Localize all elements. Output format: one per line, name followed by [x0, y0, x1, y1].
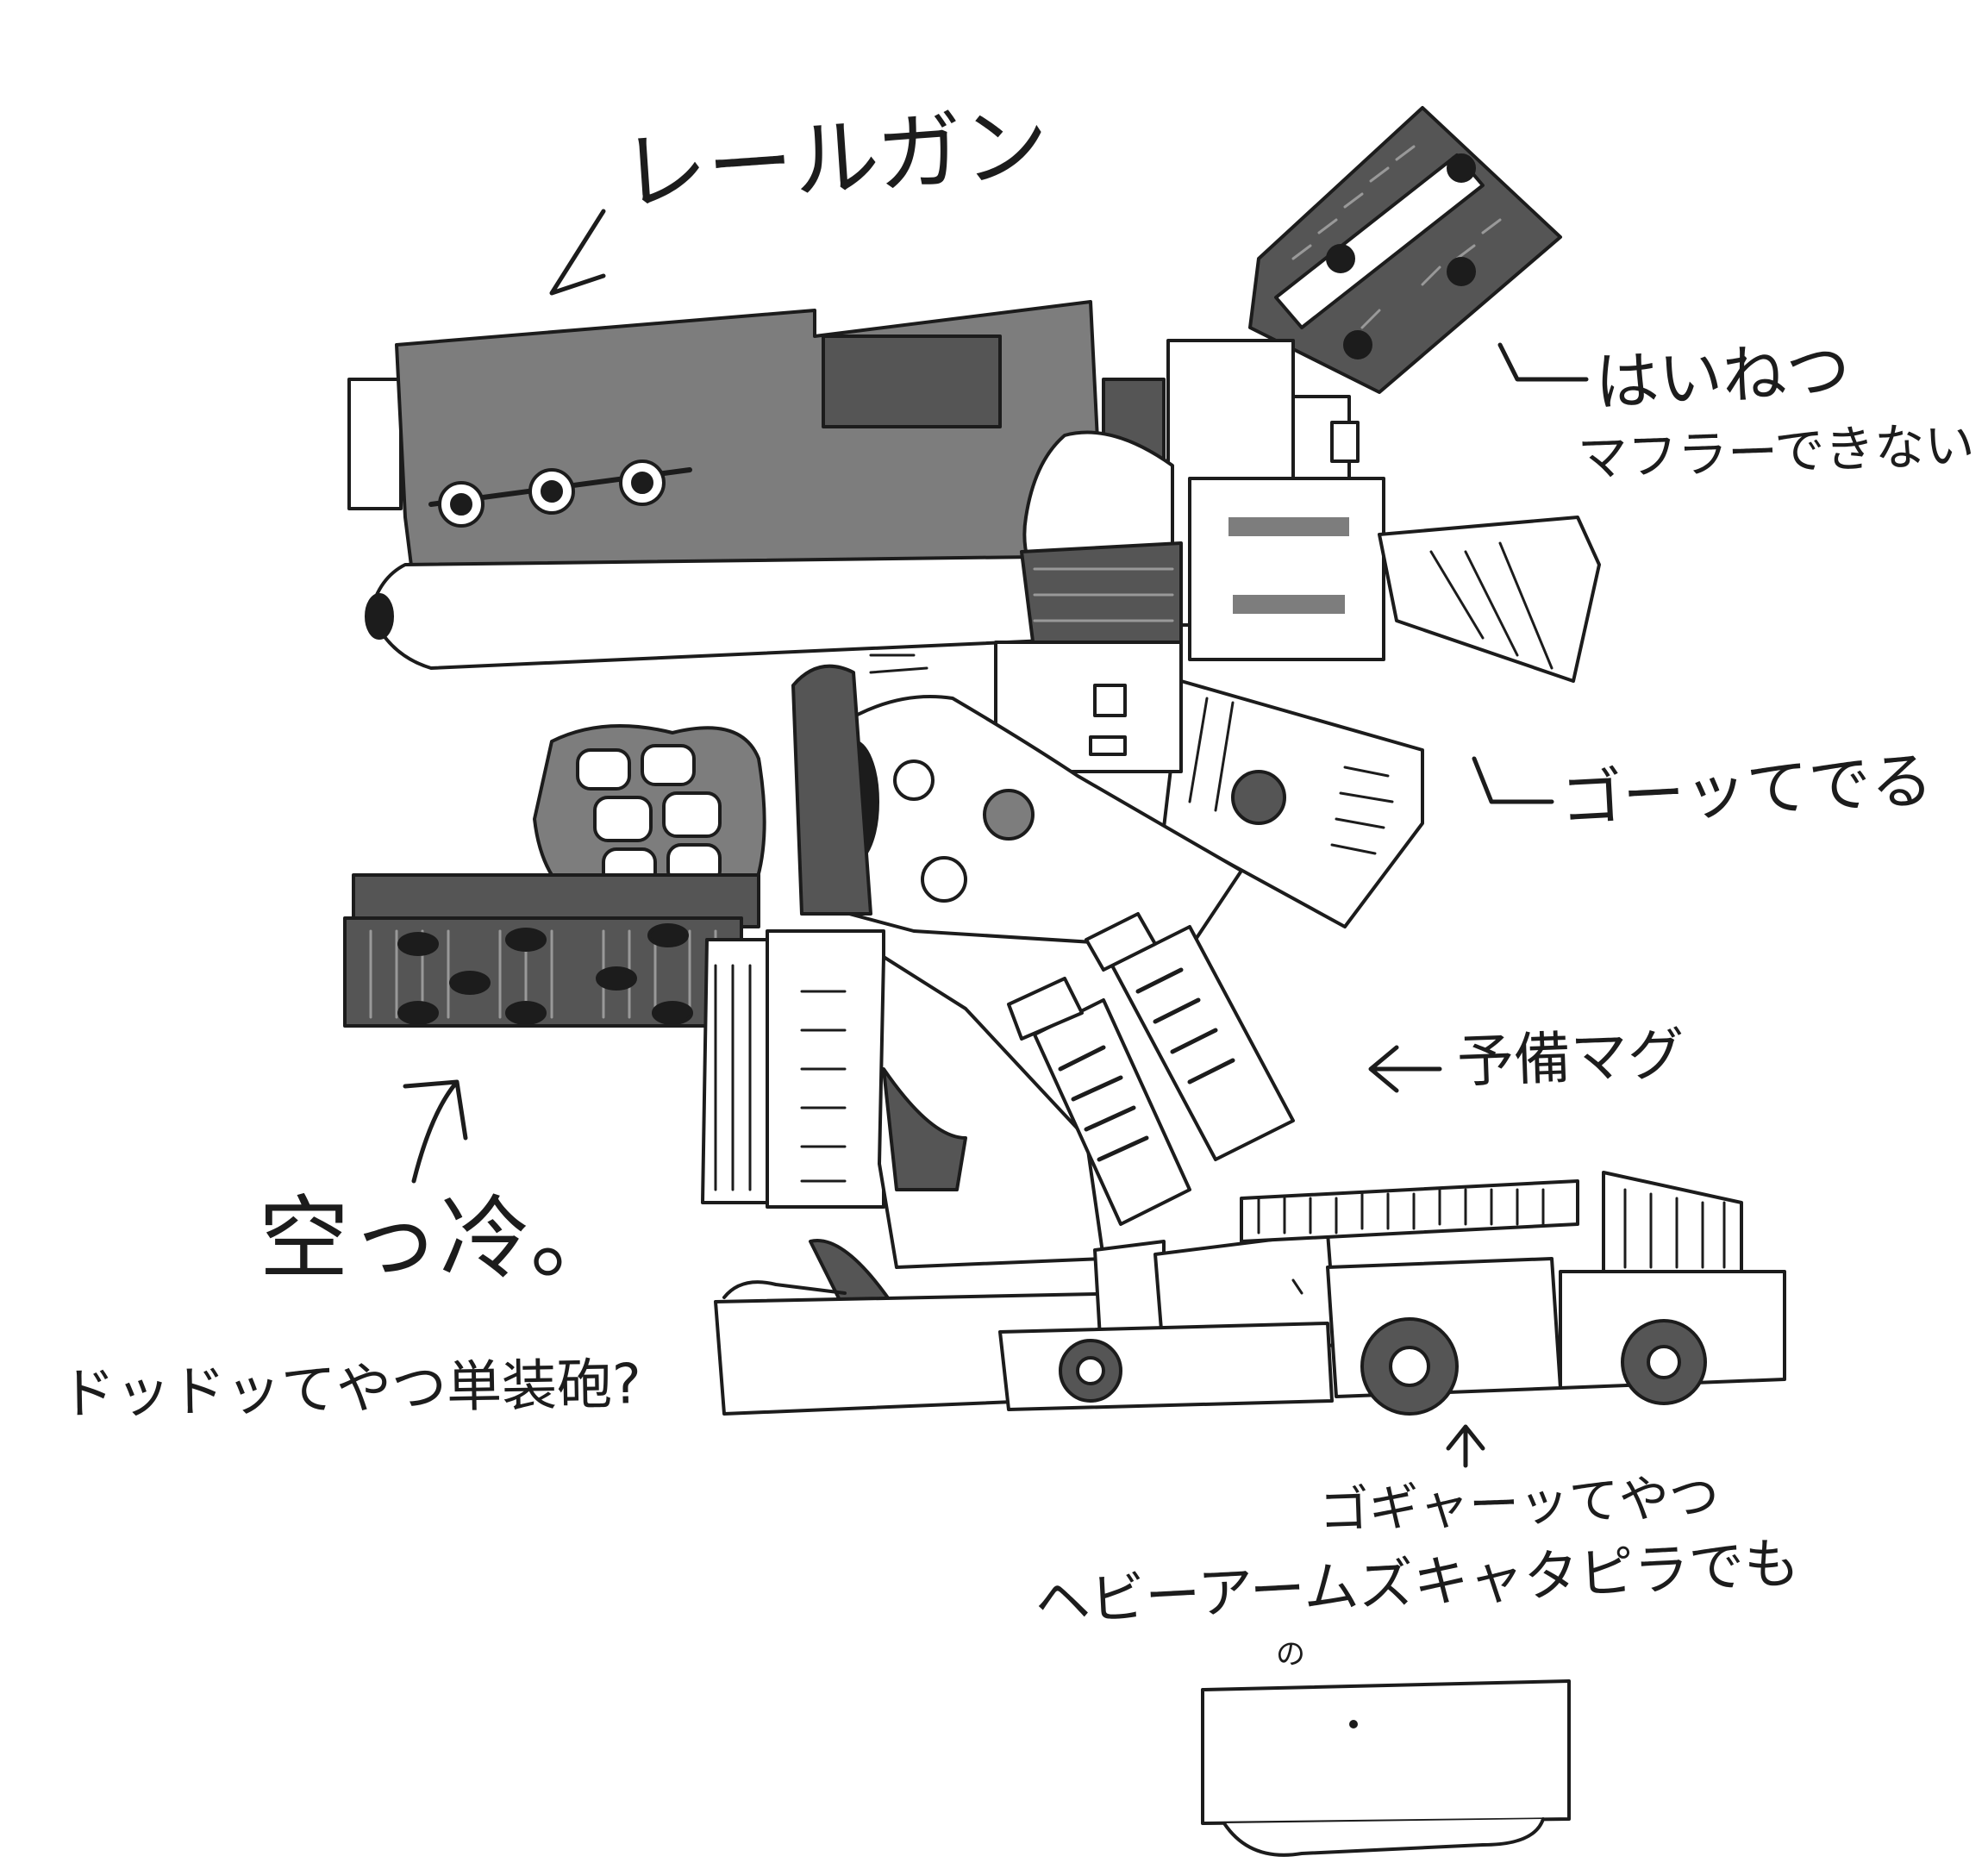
thruster-upper — [1378, 516, 1601, 683]
single-cannon — [343, 873, 760, 1028]
gyaa-label: ゴギャーッてやつ — [1317, 1466, 1721, 1541]
tracks-box — [1201, 1679, 1571, 1857]
tank-chassis — [714, 1171, 1786, 1416]
tracks-no-label: の — [1276, 1637, 1305, 1672]
spare-magazines — [1007, 912, 1295, 1226]
chest — [791, 641, 1243, 950]
arrow-spare-mag — [1368, 1045, 1442, 1093]
spare-mag-label: 予備マグ — [1455, 1021, 1686, 1096]
exhaust-label: はいねつ — [1592, 333, 1853, 421]
roar-label: ゴーッてでる — [1559, 743, 1935, 836]
exhaust-sublabel: マフラーできない — [1576, 415, 1976, 489]
exhaust-unit — [1248, 106, 1562, 480]
arrow-exhaust — [1497, 342, 1589, 382]
legs — [701, 929, 1105, 1329]
thruster-lower — [1162, 679, 1424, 928]
railgun-barrel — [347, 300, 1105, 670]
cold-label: 空っ冷。 — [259, 1186, 622, 1291]
torso — [1020, 339, 1385, 661]
single-cannon-label: ドッドッてやつ単装砲? — [59, 1353, 642, 1427]
arrow-roar — [1472, 756, 1554, 804]
fist — [533, 724, 766, 916]
arrow-single-cannon — [403, 1079, 468, 1184]
arrow-gyaa — [1446, 1424, 1485, 1468]
arrow-railgun — [549, 209, 606, 296]
